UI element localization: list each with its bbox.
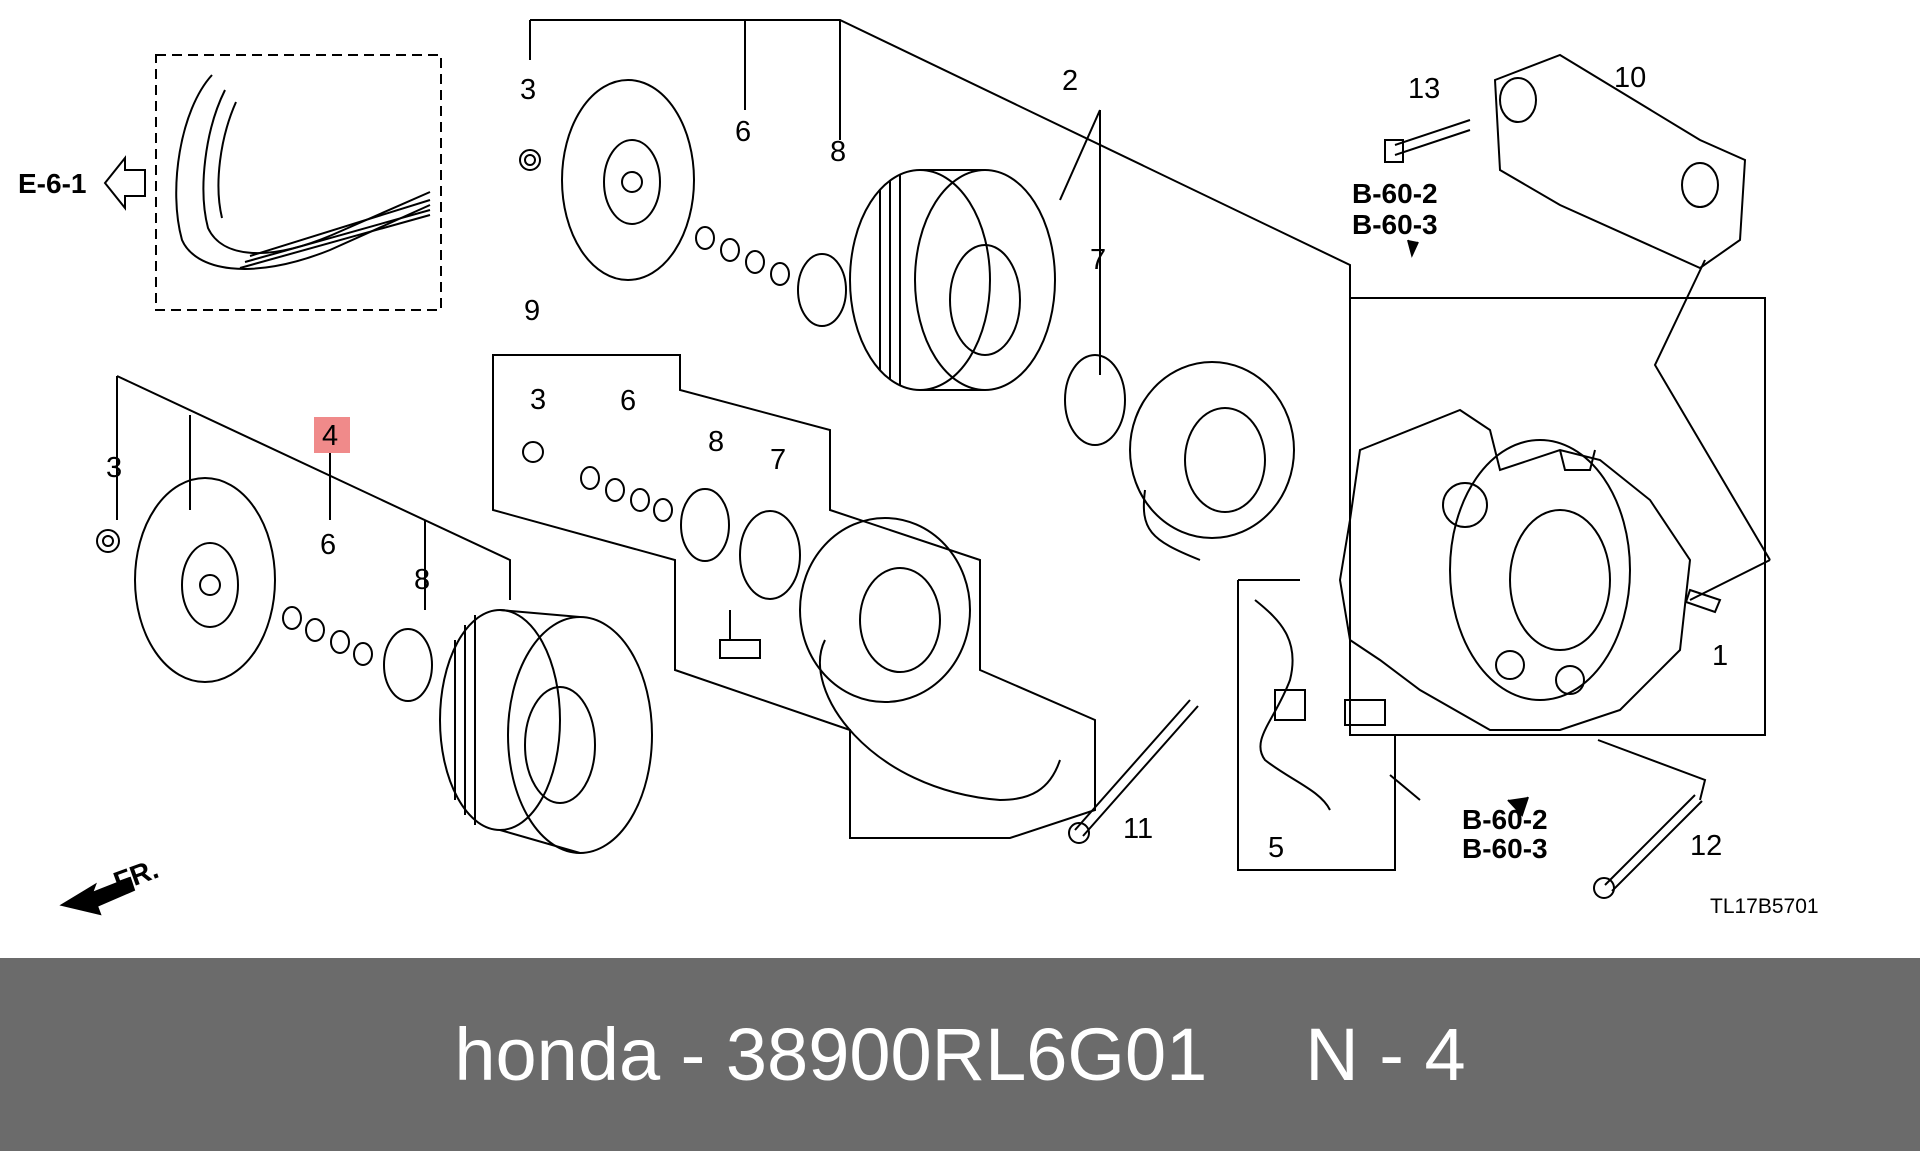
bolt-part-13: [1384, 119, 1471, 163]
callout-5: 5: [1268, 832, 1284, 864]
callout-2: 2: [1062, 65, 1078, 97]
clutch-plate-lower: [96, 477, 276, 683]
callout-6-middle: 6: [620, 385, 636, 417]
wire-harness-part-5: [1254, 599, 1421, 811]
field-coil-upper: [1129, 361, 1295, 561]
footer-part-number: 38900RL6G01: [725, 1013, 1208, 1096]
callout-3-top: 3: [520, 74, 536, 106]
callout-7-upper: 7: [1090, 244, 1106, 276]
ref-e61: E-6-1: [18, 168, 86, 199]
callout-8-middle: 8: [708, 426, 724, 458]
long-bolt-part-12: [1593, 794, 1703, 899]
snap-ring-lower: [383, 628, 433, 702]
snap-ring-upper-right: [1064, 354, 1126, 446]
long-bolt-part-11: [1068, 699, 1199, 844]
parts-diagram: 1 2 3 3 3 4 5 6 6 6 7 7 8 8 8 9 10 11 12…: [18, 19, 1819, 918]
callout-12: 12: [1690, 830, 1722, 862]
callout-10: 10: [1614, 62, 1646, 94]
callout-8-top: 8: [830, 136, 846, 168]
callout-3-left: 3: [106, 452, 122, 484]
pulley-lower: [439, 609, 653, 854]
sensor-part-1: [1684, 588, 1722, 614]
callout-9: 9: [524, 295, 540, 327]
callout-6-top: 6: [735, 116, 751, 148]
pulley-upper: [849, 169, 1056, 391]
drive-belt: [155, 54, 442, 311]
callout-1: 1: [1712, 640, 1728, 672]
callout-6-left: 6: [320, 529, 336, 561]
diagram-code: TL17B5701: [1710, 895, 1819, 918]
callout-7-middle: 7: [770, 444, 786, 476]
footer-position-label: N - 4: [1305, 1013, 1466, 1096]
compressor-body: [1338, 408, 1692, 731]
front-label: FR.: [109, 853, 162, 898]
callout-4: 4: [322, 420, 338, 452]
b60-arrows: [1407, 239, 1529, 817]
footer-separator: -: [680, 1013, 706, 1096]
callout-13: 13: [1408, 73, 1440, 105]
shim-washers-upper: [695, 226, 790, 286]
snap-ring-upper: [797, 253, 847, 327]
callout-11: 11: [1123, 813, 1153, 845]
ref-b603-bottom: B-60-3: [1462, 833, 1548, 864]
front-arrow: [59, 876, 136, 916]
middle-group-parts: [522, 441, 1061, 802]
ref-b603-top: B-60-3: [1352, 209, 1438, 240]
shim-washers-lower: [282, 606, 373, 666]
highlight-box: [314, 417, 350, 453]
bracket-part-10: [1493, 53, 1747, 270]
footer-brand: honda: [454, 1013, 661, 1096]
ref-b602-bottom: B-60-2: [1462, 804, 1548, 835]
leader-lines: [116, 19, 1771, 871]
callout-3-middle: 3: [530, 384, 546, 416]
footer-bar: honda - 38900RL6G01 N - 4: [0, 958, 1920, 1151]
callout-8-left: 8: [414, 564, 430, 596]
clutch-plate-upper: [519, 79, 695, 281]
e61-arrow: [103, 155, 146, 211]
ref-b602-top: B-60-2: [1352, 178, 1438, 209]
